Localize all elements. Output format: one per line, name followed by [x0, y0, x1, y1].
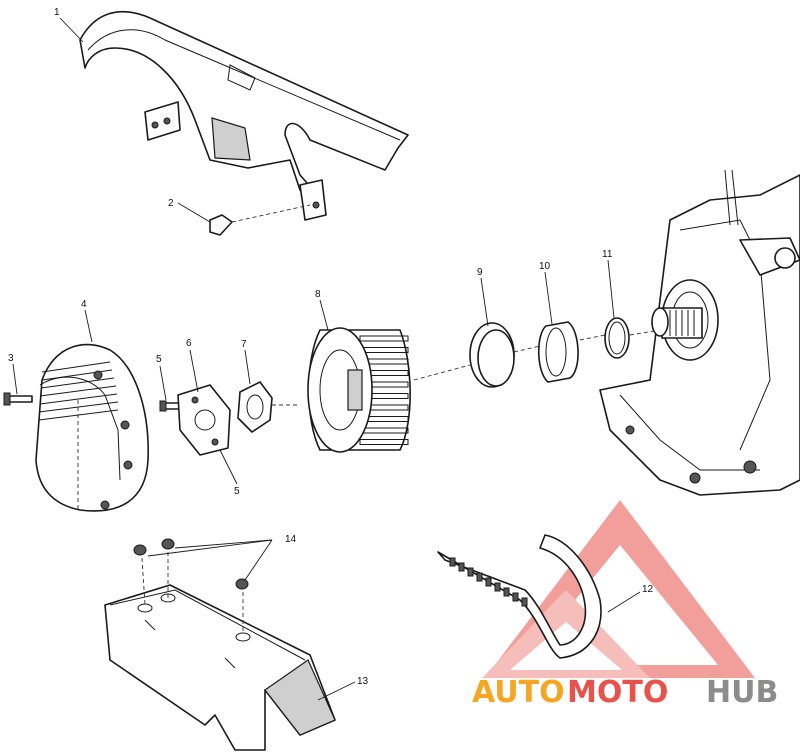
watermark-moto: MOTO — [567, 675, 668, 710]
upper-chain-guard — [79, 10, 409, 221]
drive-sprocket — [307, 327, 471, 453]
belt-tooth — [467, 567, 474, 577]
screw-14c — [235, 578, 249, 632]
callout-5-lower: 5 — [234, 486, 240, 497]
o-ring-9 — [469, 322, 541, 388]
engine-case — [599, 169, 800, 496]
callout-6: 6 — [186, 338, 192, 349]
callout-1: 1 — [54, 7, 60, 18]
screws-14 — [133, 538, 249, 632]
callout-13: 13 — [357, 676, 369, 687]
leader-lines — [12, 17, 641, 701]
callout-4: 4 — [81, 299, 87, 310]
callout-8: 8 — [315, 289, 321, 300]
callout-2: 2 — [168, 198, 174, 209]
screw-14a — [133, 544, 147, 606]
callout-7: 7 — [241, 339, 247, 350]
seal-ring-11 — [604, 317, 661, 359]
retaining-plate — [177, 384, 231, 456]
bushing-10 — [537, 321, 606, 383]
sprocket-tooth — [359, 439, 409, 445]
front-cover — [35, 343, 149, 512]
belt-tooth — [485, 577, 492, 587]
nut-7 — [237, 381, 300, 433]
belt-tooth — [521, 597, 528, 607]
belt-teeth — [449, 557, 528, 607]
belt-tooth — [503, 587, 510, 597]
sprocket-tooth — [359, 335, 409, 342]
callout-12: 12 — [642, 584, 654, 595]
callout-5-upper: 5 — [156, 354, 162, 365]
lower-chain-guard — [104, 584, 336, 751]
callout-3: 3 — [8, 353, 14, 364]
bolt-3 — [3, 392, 33, 406]
belt-tooth — [458, 562, 465, 572]
watermark-hub: HUB — [706, 675, 778, 710]
callout-11: 11 — [602, 249, 613, 260]
callout-14: 14 — [285, 534, 297, 545]
belt-tooth — [449, 557, 456, 567]
callout-9: 9 — [477, 267, 483, 278]
belt-tooth — [476, 572, 483, 582]
screw-2 — [209, 204, 311, 236]
drive-belt — [437, 534, 602, 659]
callout-labels: 1 2 3 4 5 6 7 5 8 9 10 11 12 13 14 — [8, 7, 654, 687]
callout-10: 10 — [539, 261, 551, 272]
watermark-text: AUTO MOTO HUB — [472, 675, 778, 710]
belt-tooth — [512, 592, 519, 602]
belt-tooth — [494, 582, 501, 592]
screw-14b — [161, 538, 175, 598]
watermark-auto: AUTO — [472, 675, 565, 710]
